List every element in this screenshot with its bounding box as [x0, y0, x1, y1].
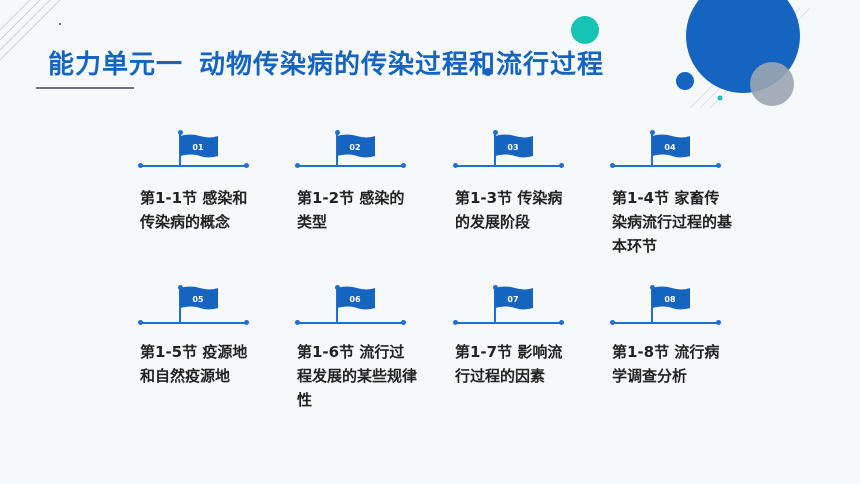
title-underline: [36, 87, 134, 89]
section-number: 07: [507, 295, 519, 304]
timeline-dot-left: [295, 163, 300, 168]
flag-pole-tip: [335, 130, 340, 135]
section-title: 第1-2节 感染的类型: [297, 189, 405, 231]
section-title: 第1-4节 家畜传染病流行过程的基本环节: [612, 189, 733, 255]
section-title: 第1-7节 影响流行过程的因素: [455, 343, 563, 385]
flag-icon: [337, 134, 375, 158]
flag-icon: [652, 134, 690, 158]
grey-circle: [750, 62, 794, 106]
section-number: 01: [192, 143, 204, 152]
timeline-dot-left: [295, 320, 300, 325]
flag-icon: [337, 286, 375, 310]
flag-icon: [495, 134, 533, 158]
flag-icon: [495, 286, 533, 310]
hatch-pattern-decoration: [0, 0, 61, 61]
flag-icon: [180, 286, 218, 310]
flag-icon: [652, 286, 690, 310]
timeline-track: [140, 165, 246, 167]
timeline-dot-left: [610, 320, 615, 325]
flag-icon: [180, 134, 218, 158]
timeline-track: [612, 165, 718, 167]
timeline-dot-right: [401, 320, 406, 325]
section-number: 04: [664, 143, 676, 152]
section-title: 第1-5节 疫源地和自然疫源地: [140, 343, 248, 385]
slide-title: 能力单元一动物传染病的传染过程和流行过程: [48, 44, 604, 81]
title-topic: 动物传染病的传染过程和流行过程: [199, 50, 605, 80]
flag-pole-tip: [493, 285, 498, 290]
tiny-grey-dot: [59, 23, 61, 25]
title-unit: 能力单元一: [48, 50, 184, 80]
timeline-track: [455, 165, 561, 167]
tiny-teal-dot: [717, 95, 723, 101]
timeline-track: [612, 322, 718, 324]
timeline-dot-left: [610, 163, 615, 168]
timeline-dot-left: [453, 163, 458, 168]
small-blue-dot: [676, 72, 694, 90]
timeline-dot-left: [138, 163, 143, 168]
section-title: 第1-3节 传染病的发展阶段: [455, 189, 563, 231]
section-number: 05: [192, 295, 204, 304]
section-title: 第1-1节 感染和传染病的概念: [140, 189, 248, 231]
timeline-dot-right: [401, 163, 406, 168]
section-number: 03: [507, 143, 519, 152]
timeline-dot-left: [138, 320, 143, 325]
section-title: 第1-8节 流行病学调查分析: [612, 343, 720, 385]
section-number: 08: [664, 295, 676, 304]
flag-pole-tip: [650, 130, 655, 135]
timeline-track: [455, 322, 561, 324]
timeline-dot-right: [559, 163, 564, 168]
section-number: 06: [349, 295, 361, 304]
timeline-dot-left: [453, 320, 458, 325]
timeline-track: [297, 322, 403, 324]
section-title: 第1-6节 流行过程发展的某些规律性: [297, 343, 418, 409]
teal-circle: [571, 16, 599, 44]
timeline-track: [297, 165, 403, 167]
flag-pole-tip: [650, 285, 655, 290]
timeline-dot-right: [244, 320, 249, 325]
timeline-dot-right: [244, 163, 249, 168]
flag-pole-tip: [178, 285, 183, 290]
timeline-dot-right: [559, 320, 564, 325]
timeline-dot-right: [716, 163, 721, 168]
timeline-dot-right: [716, 320, 721, 325]
flag-pole-tip: [493, 130, 498, 135]
timeline-track: [140, 322, 246, 324]
flag-pole-tip: [335, 285, 340, 290]
flag-pole-tip: [178, 130, 183, 135]
tiny-blue-dot: [484, 68, 492, 76]
section-number: 02: [349, 143, 361, 152]
